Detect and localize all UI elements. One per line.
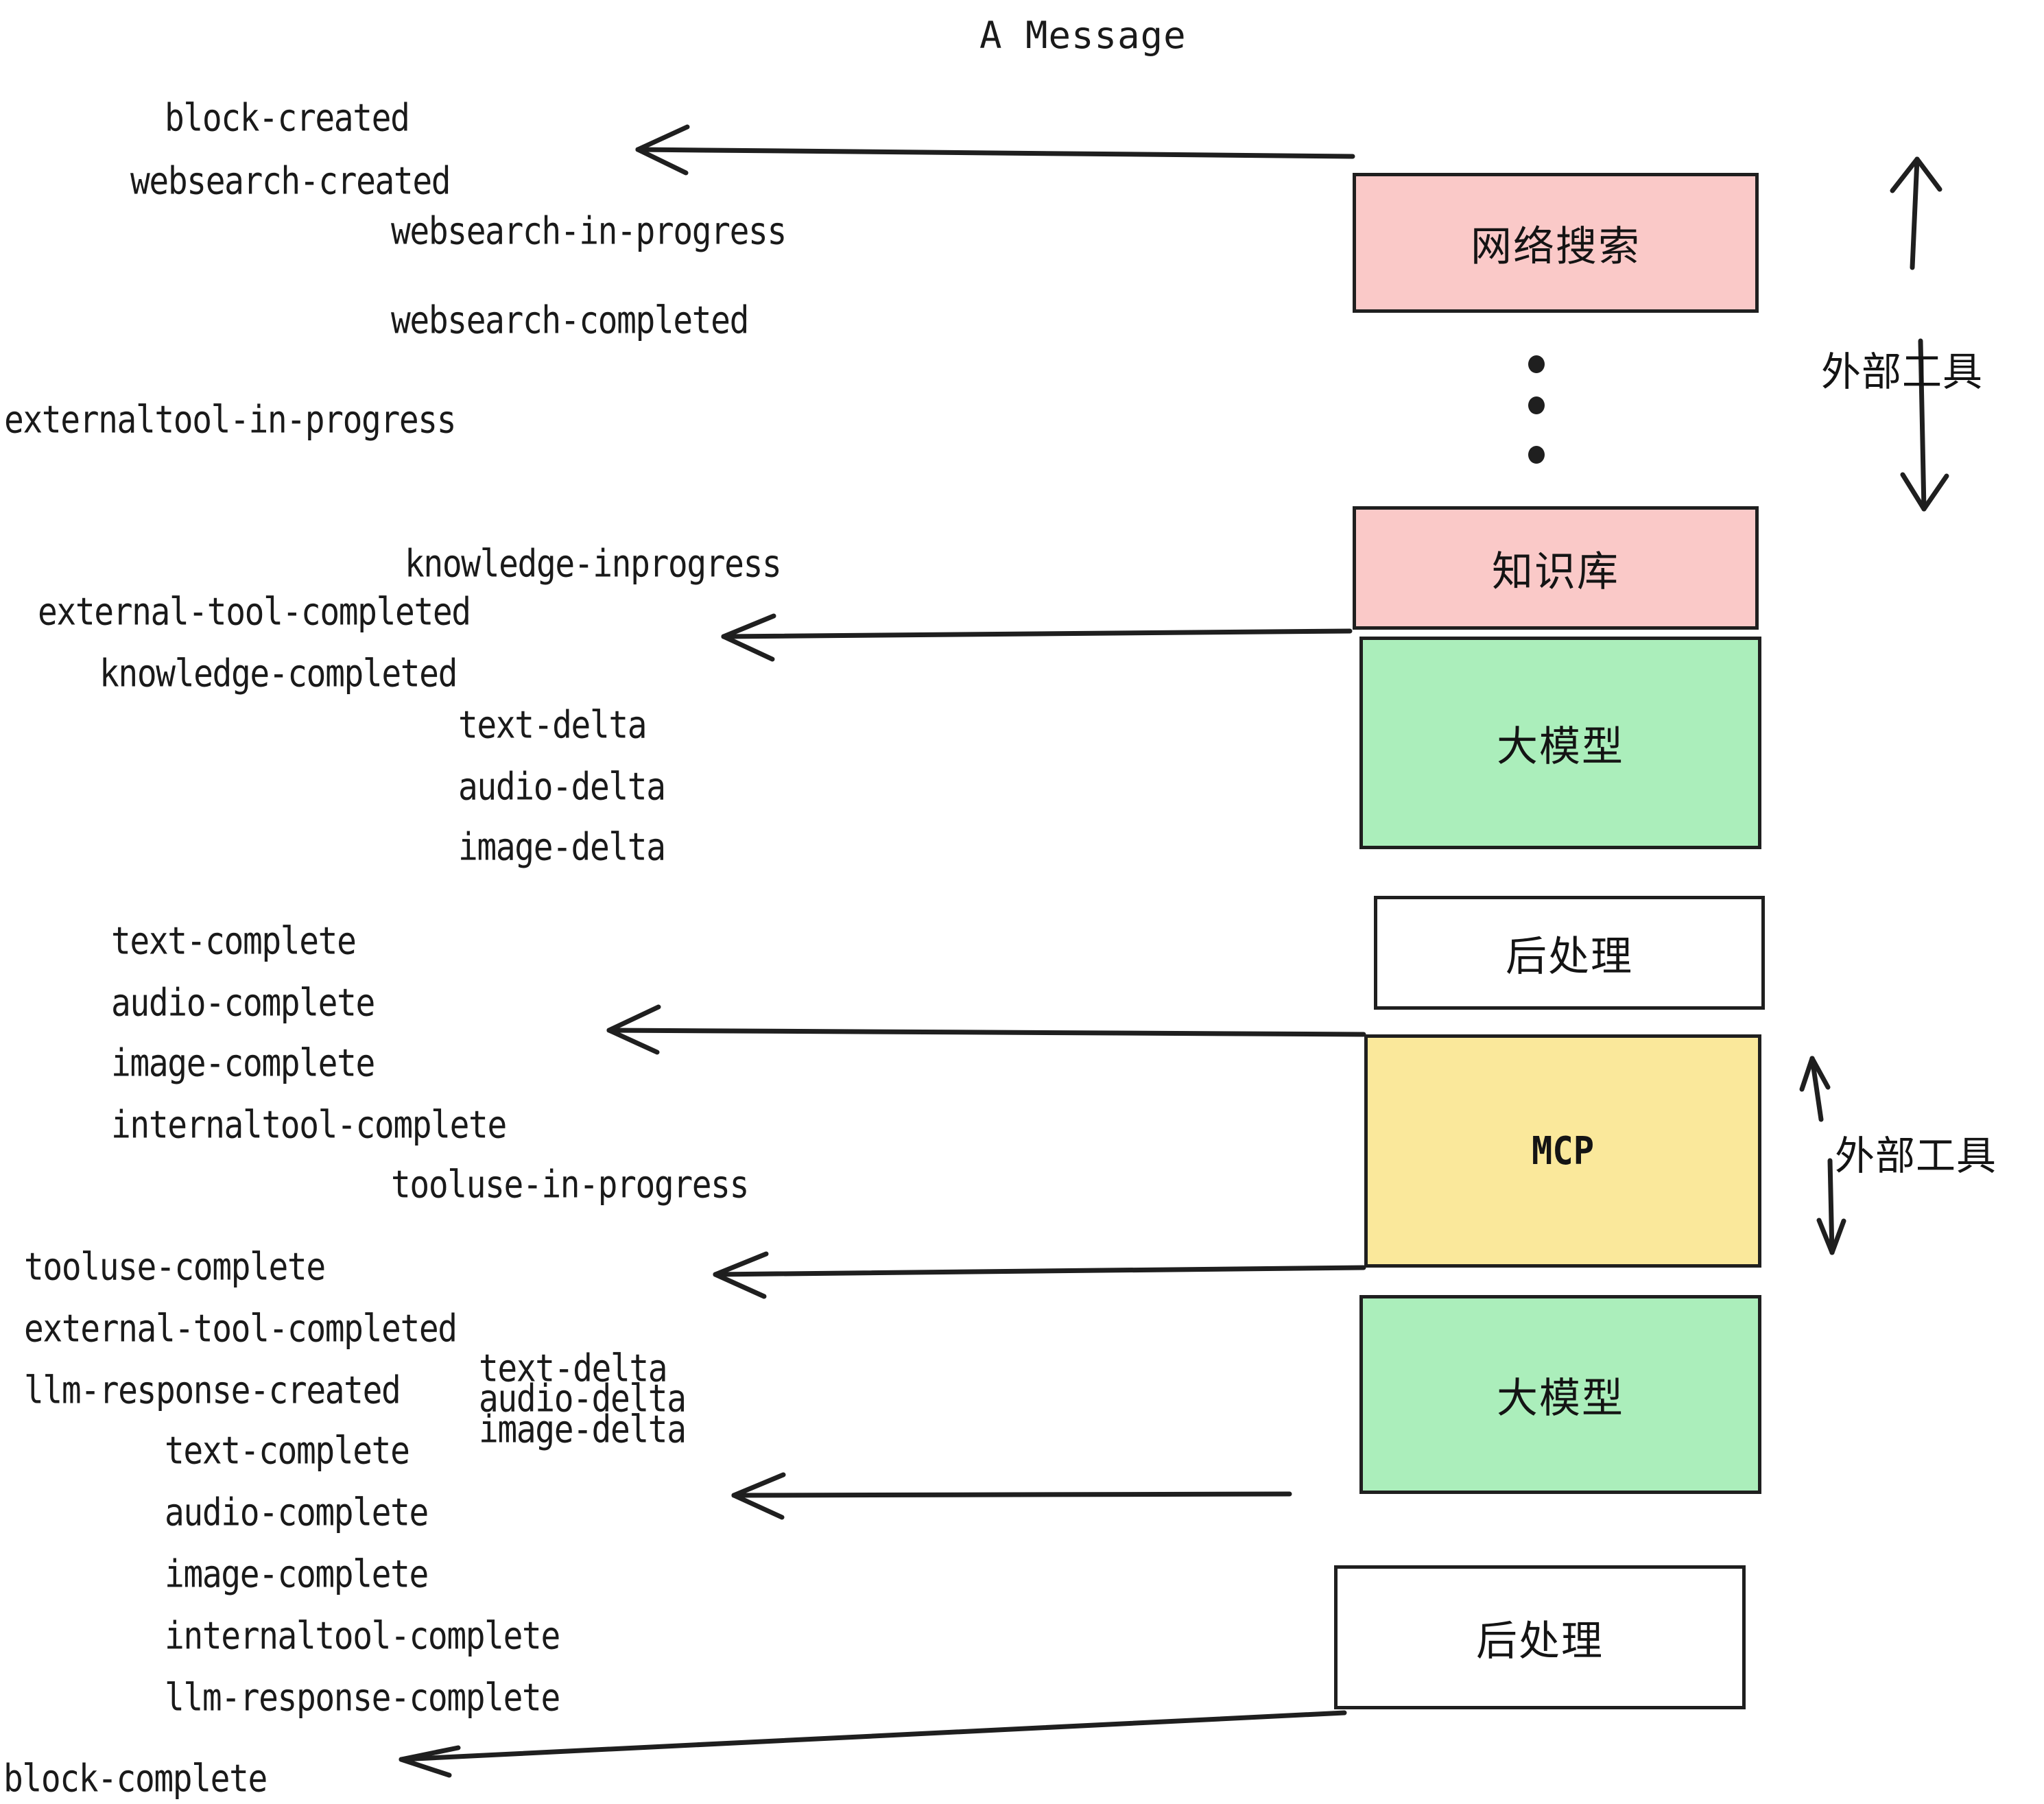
- external-tool-arrow-top: [1890, 156, 1949, 512]
- box-label: 后处理: [1506, 932, 1633, 981]
- ellipsis-dot: [1528, 446, 1545, 464]
- box-knowledge[interactable]: 知识库: [1353, 506, 1759, 630]
- event-label: text-complete: [111, 919, 357, 964]
- event-label: text-complete: [165, 1429, 410, 1473]
- event-label: internaltool-complete: [111, 1103, 507, 1148]
- event-label: websearch-created: [130, 159, 451, 204]
- box-mcp[interactable]: MCP: [1364, 1034, 1761, 1268]
- event-label: tooluse-complete: [24, 1245, 326, 1290]
- event-label: knowledge-completed: [99, 652, 457, 696]
- box-label: 后处理: [1476, 1617, 1604, 1665]
- box-llm-upper[interactable]: 大模型: [1359, 637, 1761, 849]
- annotation-external-tool-bottom: 外部工具: [1835, 1132, 1997, 1179]
- event-label: image-complete: [111, 1041, 375, 1086]
- event-label: audio-complete: [111, 981, 375, 1025]
- annotation-external-tool-top: 外部工具: [1821, 348, 1984, 395]
- event-label: llm-response-complete: [165, 1676, 560, 1720]
- box-label: 网络搜索: [1471, 222, 1641, 271]
- event-label: websearch-completed: [391, 298, 749, 343]
- event-label: image-delta: [479, 1408, 687, 1452]
- event-label: websearch-in-progress: [391, 209, 787, 254]
- event-label: tooluse-in-progress: [391, 1163, 749, 1207]
- box-label: MCP: [1531, 1128, 1595, 1174]
- event-label: audio-delta: [458, 765, 666, 809]
- box-label: 大模型: [1497, 1374, 1624, 1423]
- page-title: A Message: [979, 14, 1187, 57]
- event-label: image-delta: [458, 825, 666, 870]
- event-label: audio-delta: [479, 1377, 687, 1421]
- box-llm-lower[interactable]: 大模型: [1359, 1295, 1761, 1494]
- event-label: external-tool-completed: [24, 1307, 457, 1351]
- event-label: external-tool-completed: [38, 590, 471, 634]
- event-label: internaltool-complete: [165, 1614, 560, 1659]
- event-label: block-created: [165, 96, 410, 141]
- event-label: audio-complete: [165, 1491, 429, 1535]
- box-postprocess-upper[interactable]: 后处理: [1374, 896, 1765, 1010]
- ellipsis-dot: [1528, 355, 1545, 373]
- box-postprocess-lower[interactable]: 后处理: [1334, 1565, 1746, 1709]
- event-label: text-delta: [479, 1346, 668, 1391]
- event-label: externaltool-in-progress: [4, 398, 457, 442]
- event-label: block-complete: [3, 1757, 268, 1801]
- event-label: llm-response-created: [24, 1368, 401, 1413]
- box-label: 大模型: [1497, 722, 1624, 771]
- box-websearch[interactable]: 网络搜索: [1353, 173, 1759, 313]
- event-label: text-delta: [458, 703, 647, 748]
- ellipsis-dot: [1528, 396, 1545, 414]
- event-label: image-complete: [165, 1552, 429, 1597]
- box-label: 知识库: [1492, 547, 1619, 596]
- event-label: knowledge-inprogress: [405, 542, 782, 586]
